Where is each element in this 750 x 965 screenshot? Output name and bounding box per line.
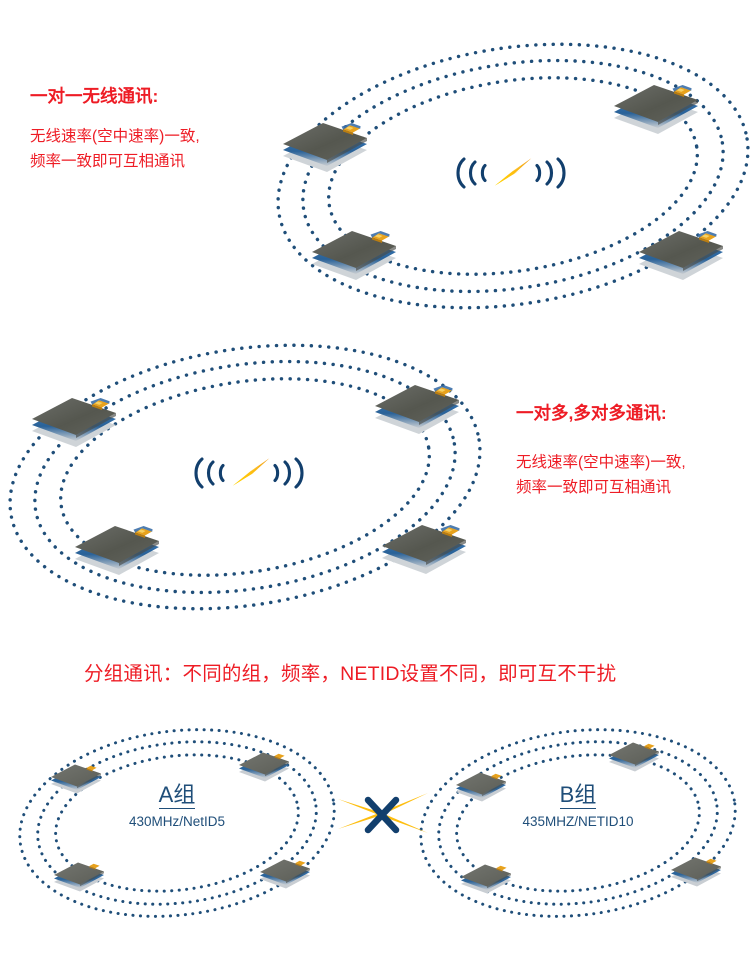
note-one-to-one-title: 一对一无线通讯:	[30, 86, 159, 106]
note-one-to-many-title: 一对多,多对多通讯:	[516, 403, 667, 423]
wireless-signal-bolt-icon	[456, 156, 566, 189]
ellipse-ring-group-1	[276, 42, 750, 310]
note-one-to-one: 一对一无线通讯: 无线速率(空中速率)一致, 频率一致即可互相通讯	[30, 86, 200, 174]
radio-module	[639, 231, 723, 280]
no-interference-cross-icon	[338, 793, 428, 833]
group-a-caption: A组 430MHz/NetID5	[57, 782, 297, 830]
group-b-name: B组	[559, 782, 597, 810]
radio-module	[32, 398, 116, 447]
radio-module	[609, 742, 659, 772]
note-one-to-many-line-2: 频率一致即可互相通讯	[516, 479, 672, 497]
note-one-to-one-line-1: 无线速率(空中速率)一致,	[30, 128, 200, 145]
group-b-frequency: 435MHZ/NETID10	[522, 814, 634, 830]
note-one-to-many-line-1: 无线速率(空中速率)一致,	[516, 454, 686, 471]
radio-module	[239, 752, 289, 782]
radio-module	[312, 231, 396, 280]
group-a-name: A组	[158, 782, 196, 810]
radio-module	[614, 85, 698, 134]
grouped-communication-heading: 分组通讯：不同的组，频率，NETID设置不同，即可互不干扰	[84, 663, 617, 685]
radio-module	[671, 857, 721, 887]
group-b-caption: B组 435MHZ/NETID10	[458, 782, 698, 830]
radio-module	[375, 385, 459, 434]
wireless-signal-bolt-icon	[194, 456, 304, 489]
radio-module	[382, 525, 466, 574]
radio-module	[260, 859, 310, 889]
note-one-to-many: 一对多,多对多通讯: 无线速率(空中速率)一致, 频率一致即可互相通讯	[516, 403, 686, 500]
radio-module	[283, 123, 367, 172]
radio-module	[461, 864, 511, 894]
note-one-to-one-line-2: 频率一致即可互相通讯	[30, 153, 186, 171]
radio-module	[75, 526, 159, 575]
group-a-frequency: 430MHz/NetID5	[128, 814, 226, 830]
ellipse-ring-group-2	[8, 343, 482, 611]
radio-module	[54, 862, 104, 892]
